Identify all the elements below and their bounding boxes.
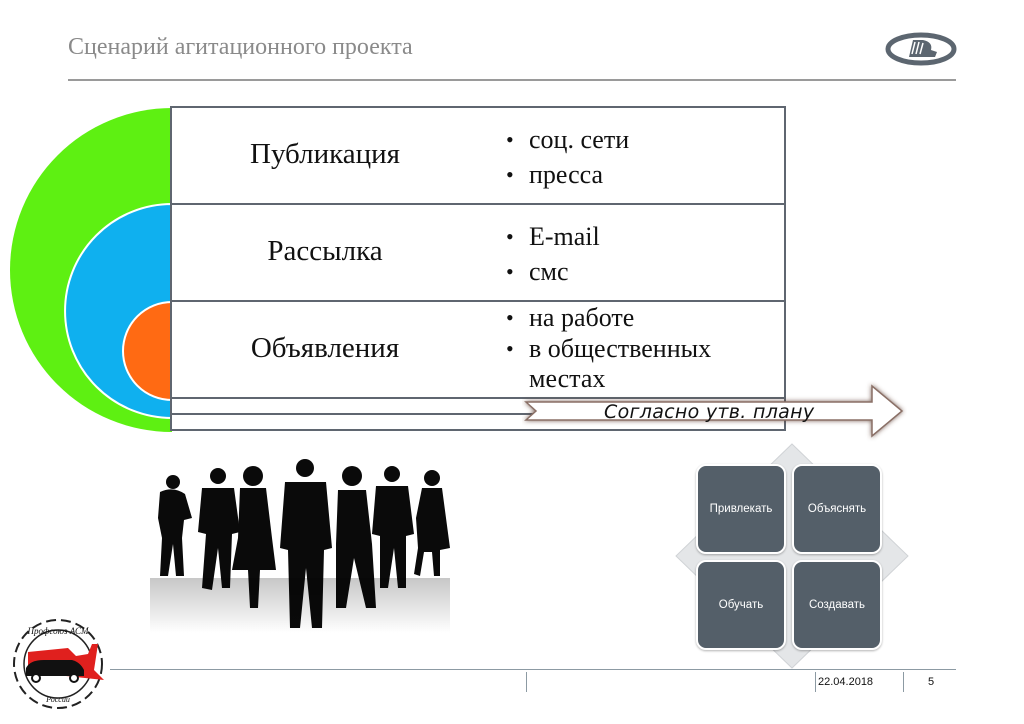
table-row-announcements: Объявления на работе в общественных мест… xyxy=(170,300,786,399)
page-number: 5 xyxy=(928,676,935,688)
footer-separator xyxy=(526,672,527,692)
channel-label: Рассылка xyxy=(267,235,383,267)
svg-text:Профсоюз АСМ: Профсоюз АСМ xyxy=(26,626,89,636)
list-item: на работе xyxy=(506,302,776,334)
table-row-mailing: Рассылка E-mail смс xyxy=(170,203,786,302)
action-matrix: Привлекать Объяснять Обучать Создавать xyxy=(672,440,912,672)
tile-attract: Привлекать xyxy=(696,464,786,554)
footer-date: 22.04.2018 xyxy=(818,676,874,688)
channel-items: E-mail смс xyxy=(506,219,600,289)
svg-text:России: России xyxy=(45,695,70,704)
nested-semicircles-graphic xyxy=(10,108,172,432)
business-people-silhouettes-image xyxy=(150,459,450,633)
channel-items: соц. сети пресса xyxy=(506,122,629,192)
list-item: в общественных местах xyxy=(506,334,776,394)
list-item: пресса xyxy=(506,157,629,192)
list-item: смс xyxy=(506,254,600,289)
title-divider xyxy=(68,79,956,81)
footer-divider xyxy=(110,669,956,670)
trade-union-logo-icon: Профсоюз АСМ России xyxy=(13,619,104,709)
channels-table: Публикация соц. сети пресса Рассылка E-m… xyxy=(170,106,786,431)
footer-separator xyxy=(903,672,904,692)
channel-items: на работе в общественных местах xyxy=(506,302,776,394)
arrow-right-icon xyxy=(524,384,904,438)
channel-label: Публикация xyxy=(250,138,400,170)
slide-title: Сценарий агитационного проекта xyxy=(68,34,413,60)
list-item: E-mail xyxy=(506,219,600,254)
channel-label: Объявления xyxy=(250,332,400,364)
arrow-label: Согласно утв. плану xyxy=(604,401,815,423)
footer-separator xyxy=(815,672,816,692)
tile-explain: Объяснять xyxy=(792,464,882,554)
tile-create: Создавать xyxy=(792,560,882,650)
table-row-publication: Публикация соц. сети пресса xyxy=(170,106,786,205)
tile-teach: Обучать xyxy=(696,560,786,650)
lada-logo-icon xyxy=(885,32,957,66)
list-item: соц. сети xyxy=(506,122,629,157)
